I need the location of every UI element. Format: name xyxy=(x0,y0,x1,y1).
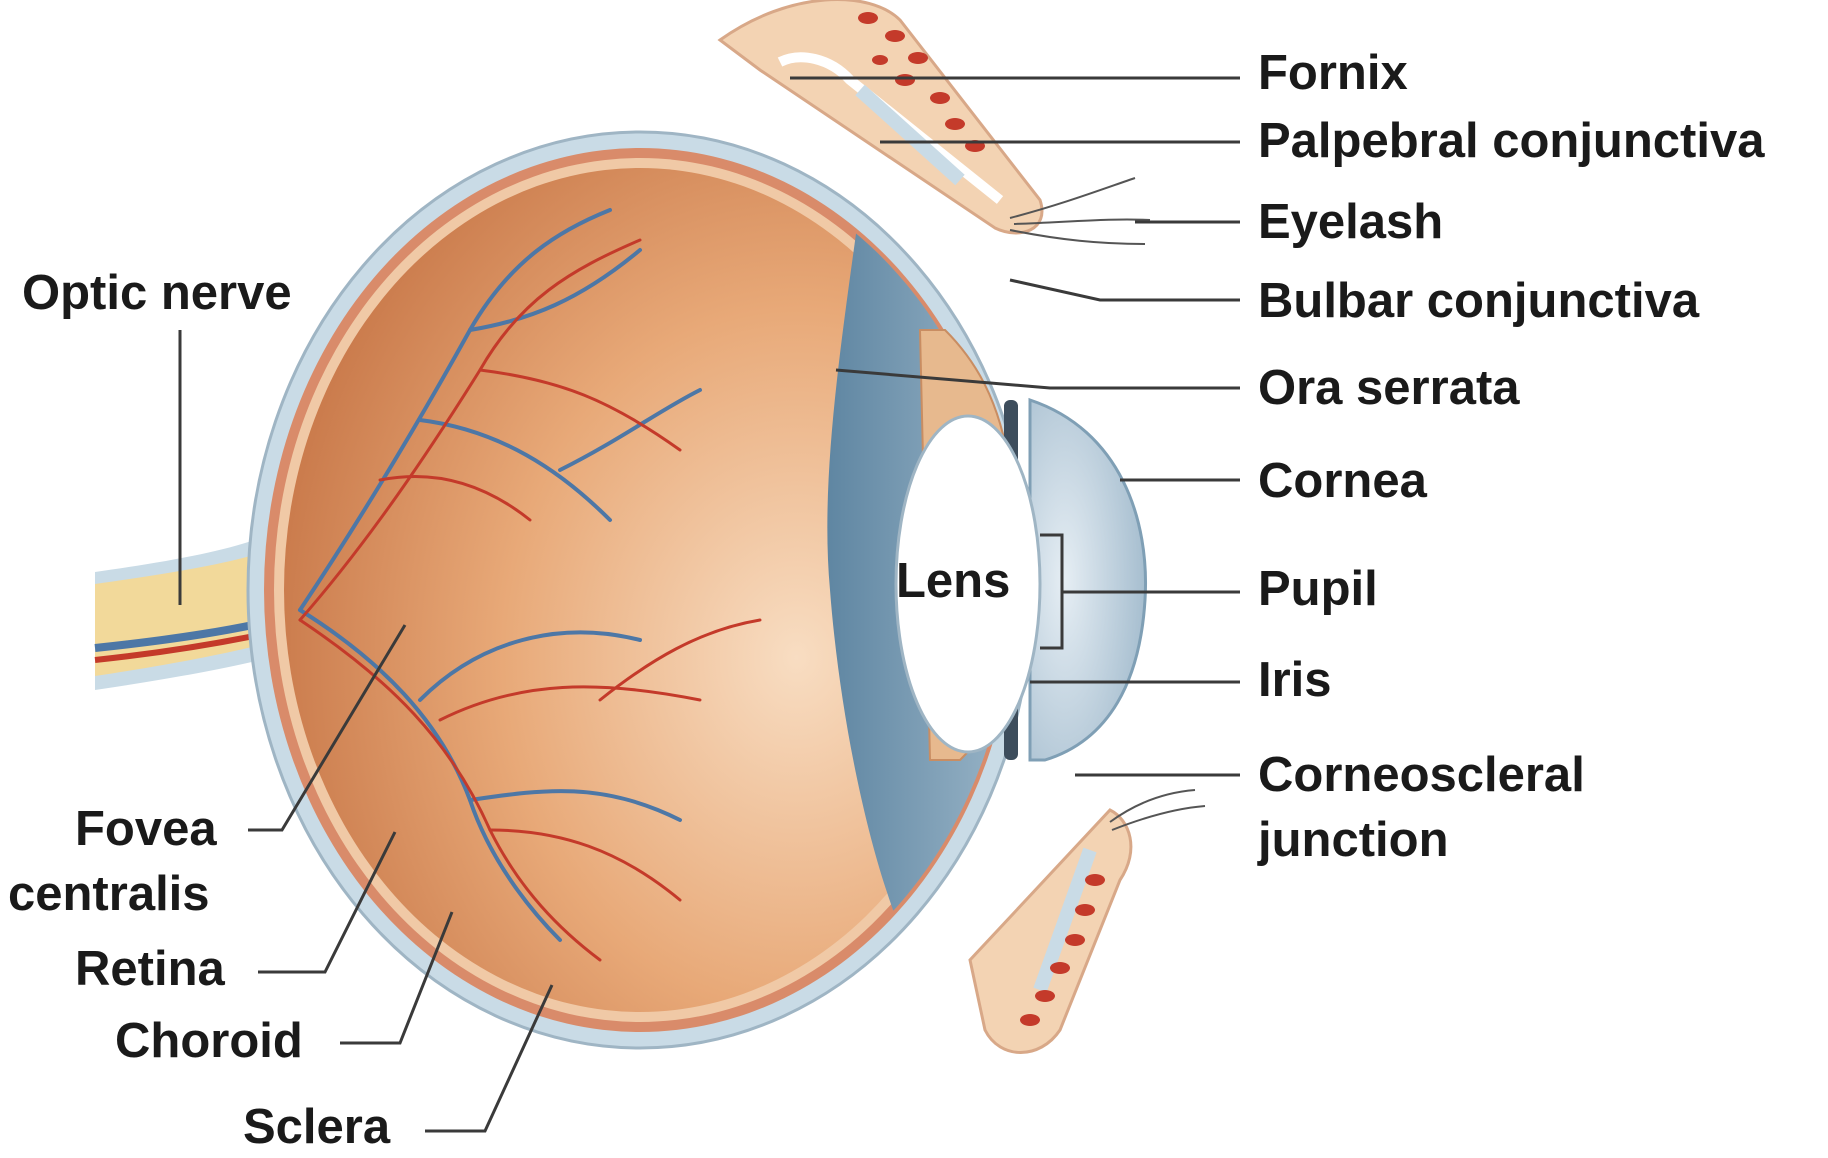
label-choroid: Choroid xyxy=(115,1014,303,1068)
retinal-vessels xyxy=(298,208,762,962)
label-fornix: Fornix xyxy=(1258,46,1408,100)
label-corneoscleral-line2: junction xyxy=(1257,813,1449,867)
cornea-shape xyxy=(1028,397,1148,762)
label-lens: Lens xyxy=(896,554,1010,608)
label-fovea-line1: Fovea xyxy=(75,802,217,856)
eyeball-layers xyxy=(246,130,1034,1050)
label-optic-nerve: Optic nerve xyxy=(22,266,292,320)
label-retina: Retina xyxy=(75,942,226,996)
label-fovea-line2: centralis xyxy=(8,867,210,921)
label-cornea: Cornea xyxy=(1258,454,1428,508)
label-pupil: Pupil xyxy=(1258,562,1378,616)
label-bulbar-conjunctiva: Bulbar conjunctiva xyxy=(1258,274,1700,328)
label-corneoscleral-line1: Corneoscleral xyxy=(1258,748,1585,802)
label-ora-serrata: Ora serrata xyxy=(1258,361,1520,415)
label-iris: Iris xyxy=(1258,653,1332,707)
labels: Fornix Palpebral conjunctiva Eyelash Bul… xyxy=(8,46,1765,1154)
leader-lines-right xyxy=(790,76,1240,777)
label-eyelash: Eyelash xyxy=(1258,195,1443,249)
lower-eyelid-shape xyxy=(968,789,1206,1054)
upper-eyelid-shape xyxy=(717,0,1151,245)
leader-lines-left xyxy=(178,330,554,1133)
label-palpebral-conjunctiva: Palpebral conjunctiva xyxy=(1258,114,1765,168)
lens-shape xyxy=(894,414,1042,754)
label-sclera: Sclera xyxy=(243,1100,391,1154)
